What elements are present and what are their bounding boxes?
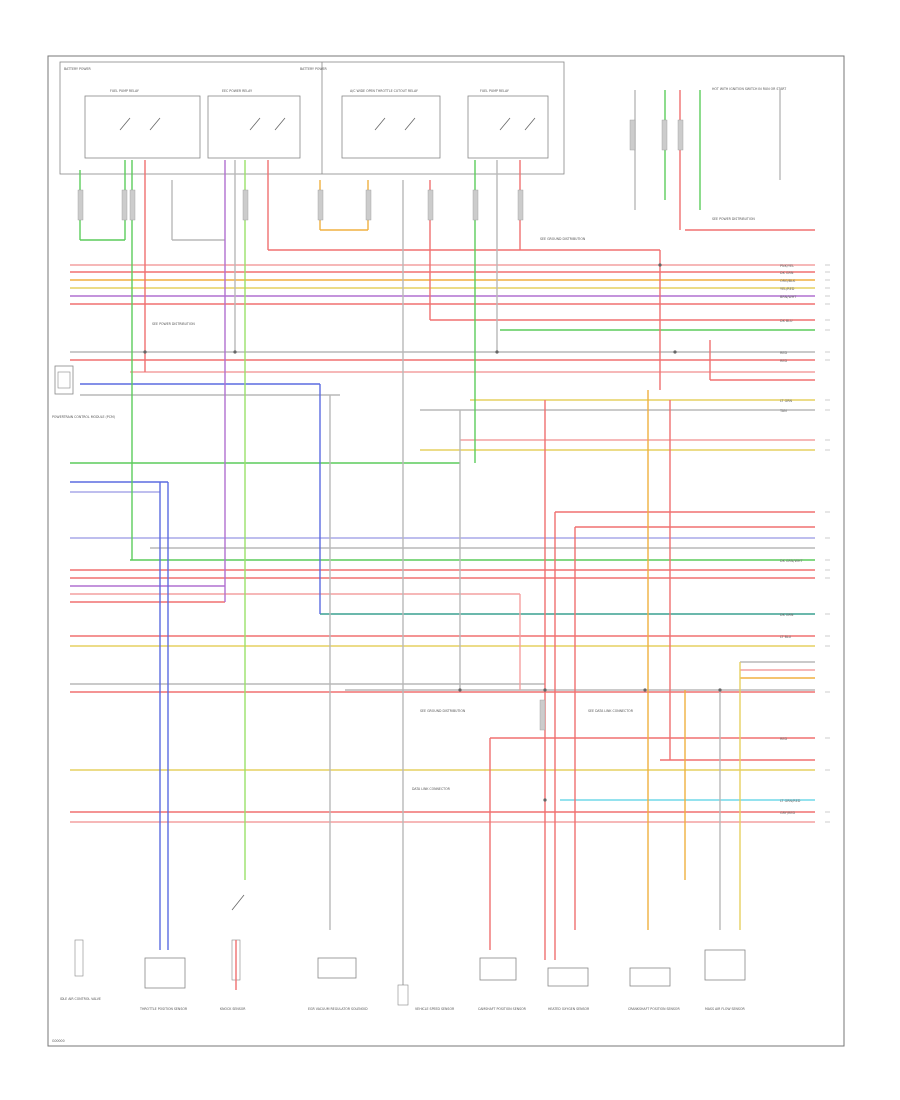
splice-points (143, 263, 722, 802)
svg-text:RED: RED (780, 737, 787, 741)
svg-text:FUEL PUMP RELAY: FUEL PUMP RELAY (110, 89, 139, 93)
svg-text:A/C WIDE OPEN THROTTLE CUTOUT: A/C WIDE OPEN THROTTLE CUTOUT RELAY (350, 89, 418, 93)
fuse-label-right: BATTERY POWER (300, 67, 328, 71)
svg-text:EEC POWER RELAY: EEC POWER RELAY (222, 89, 252, 93)
component-ho2s: HEATED OXYGEN SENSOR (547, 967, 590, 1011)
right-pin-column (825, 264, 830, 823)
relay-ac-wot-cutout: A/C WIDE OPEN THROTTLE CUTOUT RELAY (341, 89, 441, 159)
svg-text:MASS AIR FLOW SENSOR: MASS AIR FLOW SENSOR (705, 1007, 745, 1011)
component-egr-solenoid: EGR VACUUM REGULATOR SOLENOID (308, 957, 368, 1011)
relay-fuel-pump-1: FUEL PUMP RELAY (84, 89, 201, 159)
footer-code: G00000 (52, 1039, 65, 1043)
svg-text:CRANKSHAFT POSITION SENSOR: CRANKSHAFT POSITION SENSOR (628, 1007, 680, 1011)
svg-text:BRN/WHT: BRN/WHT (780, 295, 797, 299)
svg-text:RED: RED (780, 351, 787, 355)
component-cmp-sensor: CAMSHAFT POSITION SENSOR (478, 957, 527, 1011)
note-data-link: SEE DATA LINK CONNECTOR (588, 709, 634, 713)
svg-text:DK GRN: DK GRN (780, 613, 794, 617)
svg-text:LT BLU: LT BLU (780, 635, 792, 639)
component-knock-sensor: KNOCK SENSOR (220, 894, 246, 1011)
top-right-note: HOT WITH IGNITION SWITCH IN RUN OR START (712, 87, 786, 91)
svg-text:IDLE AIR CONTROL VALVE: IDLE AIR CONTROL VALVE (60, 997, 101, 1001)
svg-text:FUEL PUMP RELAY: FUEL PUMP RELAY (480, 89, 509, 93)
connector-pins (77, 119, 684, 731)
component-tps: THROTTLE POSITION SENSOR (139, 957, 188, 1011)
svg-text:HEATED OXYGEN SENSOR: HEATED OXYGEN SENSOR (548, 1007, 590, 1011)
svg-text:ORG/BLK: ORG/BLK (780, 279, 796, 283)
svg-text:EGR VACUUM REGULATOR SOLENOID: EGR VACUUM REGULATOR SOLENOID (308, 1007, 368, 1011)
harness-vertical-wires (79, 90, 815, 1000)
harness-horizontal-wires (70, 264, 815, 823)
svg-text:GRY/RED: GRY/RED (780, 811, 795, 815)
note-ground-distribution: SEE GROUND DISTRIBUTION (420, 709, 466, 713)
power-distribution-note: SEE POWER DISTRIBUTION (712, 217, 755, 221)
relay-fuel-pump-2: FUEL PUMP RELAY (467, 89, 549, 159)
svg-text:PNK/YEL: PNK/YEL (780, 264, 794, 268)
component-maf-sensor: MASS AIR FLOW SENSOR (704, 949, 745, 1011)
component-iac-valve: IDLE AIR CONTROL VALVE (60, 939, 101, 1001)
note-power-distribution: SEE POWER DISTRIBUTION (152, 322, 195, 326)
svg-text:LT GRN/RED: LT GRN/RED (780, 799, 801, 803)
svg-text:DK GRN: DK GRN (780, 271, 794, 275)
fuse-label-left: BATTERY POWER (64, 67, 92, 71)
svg-text:LT GRN: LT GRN (780, 399, 793, 403)
diagram-frame (47, 55, 845, 1047)
ground-note: SEE GROUND DISTRIBUTION (540, 237, 586, 241)
svg-text:POWERTRAIN CONTROL MODULE (PCM: POWERTRAIN CONTROL MODULE (PCM) (52, 415, 115, 419)
svg-text:RED: RED (780, 359, 787, 363)
svg-text:TAN: TAN (779, 409, 787, 413)
right-wire-labels: PNK/YEL DK GRN ORG/BLK YEL/RED BRN/WHT D… (779, 264, 803, 815)
svg-text:KNOCK SENSOR: KNOCK SENSOR (220, 1007, 246, 1011)
relay-eec-power: EEC POWER RELAY (207, 89, 301, 159)
svg-text:YEL/RED: YEL/RED (780, 287, 795, 291)
svg-text:VEHICLE SPEED SENSOR: VEHICLE SPEED SENSOR (415, 1007, 455, 1011)
note-data-link-connector: DATA LINK CONNECTOR (412, 787, 451, 791)
svg-text:CAMSHAFT POSITION SENSOR: CAMSHAFT POSITION SENSOR (478, 1007, 527, 1011)
svg-text:DK GRN/WHT: DK GRN/WHT (780, 559, 803, 563)
svg-text:DK BLU: DK BLU (780, 319, 793, 323)
svg-text:THROTTLE POSITION SENSOR: THROTTLE POSITION SENSOR (139, 1007, 188, 1011)
relay-panel (59, 61, 565, 175)
component-vss: VEHICLE SPEED SENSOR (397, 984, 455, 1011)
pcm-connector: POWERTRAIN CONTROL MODULE (PCM) (52, 365, 115, 419)
component-ckp-sensor: CRANKSHAFT POSITION SENSOR (628, 967, 680, 1011)
